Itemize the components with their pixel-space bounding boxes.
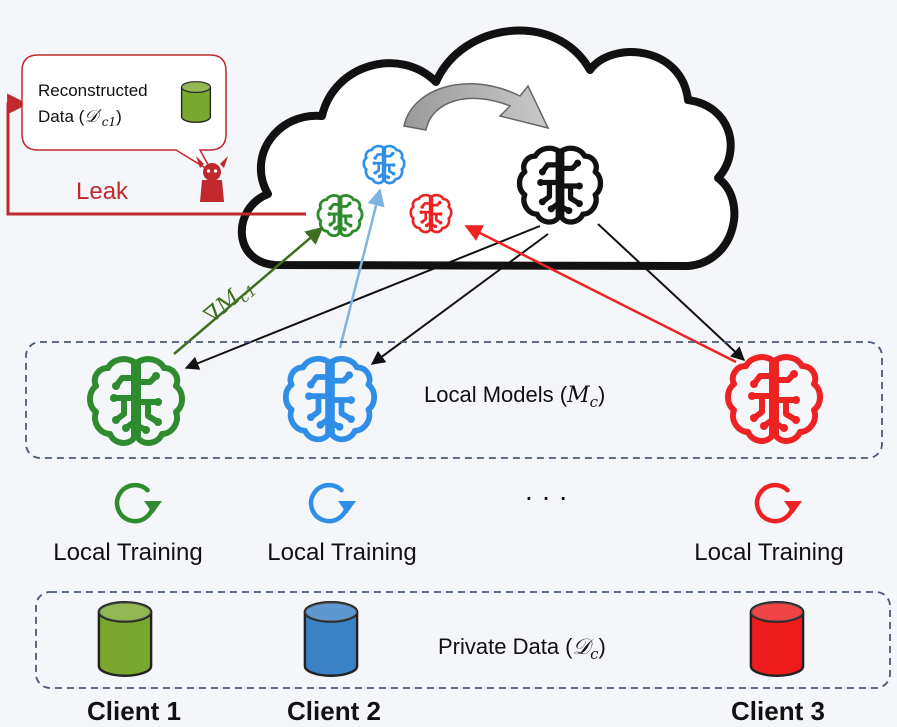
local-models-label: Local Models (Mc) [424, 382, 605, 411]
client1-gradient-arrow [173, 226, 324, 355]
private-data-box [35, 591, 891, 689]
callout-line1: Reconstructed [38, 81, 148, 100]
global-to-client1-arrow [184, 225, 541, 370]
aggregation-arrow [403, 83, 550, 131]
global-to-client3-arrow [597, 223, 746, 361]
client3-training-cycle-icon [757, 485, 802, 521]
server-cloud [237, 26, 739, 270]
devil-icon [196, 156, 228, 202]
client1-training-label: Local Training [53, 539, 202, 566]
client2-data-database-icon [303, 601, 359, 677]
gradient-label: ∇Mc1 [200, 274, 261, 331]
client3-label: Client 3 [731, 696, 825, 726]
client3-training-label: Local Training [694, 539, 843, 566]
client2-training-label: Local Training [267, 539, 416, 566]
local-models-box [25, 341, 883, 459]
client2-model-brain-icon [286, 359, 374, 439]
client3-data-database-icon [749, 601, 805, 677]
client2-label: Client 2 [287, 696, 381, 726]
client2-training-cycle-icon [311, 485, 356, 521]
client2-upload-arrow [338, 188, 385, 349]
leak-label: Leak [76, 178, 129, 205]
client1-model-brain-icon [90, 359, 182, 443]
communication-arrows [6, 93, 746, 370]
reconstructed-data-callout: Reconstructed Data (𝒟′c1) [21, 54, 227, 175]
client3-upload-arrow [464, 224, 737, 364]
leak-arrow [6, 93, 306, 216]
private-data-label: Private Data (𝒟c) [438, 634, 606, 663]
client3-model-brain-icon [728, 357, 820, 441]
ellipsis: · · · [524, 481, 568, 512]
client1-data-database-icon [97, 601, 153, 677]
callout-line2: Data (𝒟′c1) [38, 107, 122, 129]
client1-training-cycle-icon [117, 485, 162, 521]
client1-label: Client 1 [87, 696, 181, 726]
reconstructed-data-database-icon [180, 81, 212, 123]
